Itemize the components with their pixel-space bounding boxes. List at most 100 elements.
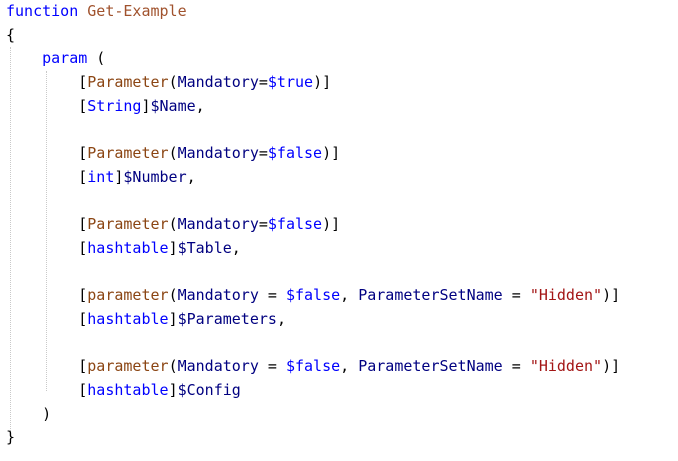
token-punctuation: ( — [168, 215, 178, 234]
token-punctuation: )] — [602, 357, 621, 376]
token-punctuation: ( — [168, 73, 178, 92]
token-attribute: Parameter — [87, 215, 169, 234]
token-string: "Hidden" — [529, 357, 603, 376]
token-punctuation: , — [186, 167, 196, 186]
token-type: hashtable — [87, 238, 169, 257]
token-punctuation: ] — [114, 167, 124, 186]
code-line[interactable]: [hashtable]$Config — [6, 379, 620, 403]
token-attribute: parameter — [87, 286, 169, 305]
token-parameter-name: Mandatory — [177, 215, 259, 234]
code-line[interactable]: function Get-Example — [6, 0, 620, 24]
token-punctuation: ( — [168, 144, 178, 163]
line-indent — [6, 49, 42, 67]
code-line[interactable]: ) — [6, 403, 620, 427]
token-punctuation: } — [6, 428, 16, 447]
code-line[interactable]: param ( — [6, 47, 620, 71]
code-line[interactable]: [hashtable]$Parameters, — [6, 308, 620, 332]
line-indent — [6, 381, 78, 399]
token-punctuation: , — [276, 309, 286, 328]
indent-guide-outer — [10, 47, 11, 437]
token-parameter-name: ParameterSetName — [358, 286, 503, 305]
token-type: String — [87, 96, 142, 115]
token-identifier: $Parameters — [177, 309, 277, 328]
token-punctuation: [ — [78, 144, 88, 163]
token-punctuation: = — [258, 215, 268, 234]
token-punctuation: [ — [78, 73, 88, 92]
token-identifier: $Name — [150, 96, 196, 115]
token-punctuation: = — [258, 357, 286, 376]
token-punctuation: )] — [322, 144, 341, 163]
indent-guide-inner — [46, 71, 47, 391]
code-line[interactable]: [int]$Number, — [6, 166, 620, 190]
token-punctuation: [ — [78, 215, 88, 234]
token-attribute: Parameter — [87, 73, 169, 92]
token-string: "Hidden" — [529, 286, 603, 305]
code-line[interactable]: { — [6, 24, 620, 48]
token-parameter-name: Mandatory — [177, 357, 259, 376]
code-line[interactable]: [hashtable]$Table, — [6, 237, 620, 261]
token-variable: $false — [285, 286, 341, 305]
token-parameter-name: Mandatory — [177, 144, 259, 163]
token-punctuation: [ — [78, 357, 88, 376]
line-indent — [6, 310, 78, 328]
line-indent — [6, 239, 78, 257]
token-punctuation: , — [340, 286, 359, 305]
token-parameter-name: Mandatory — [177, 73, 259, 92]
token-punctuation: = — [502, 286, 530, 305]
code-line[interactable]: ​ — [6, 332, 620, 356]
code-line[interactable]: [Parameter(Mandatory=$true)] — [6, 71, 620, 95]
token-punctuation: [ — [78, 238, 88, 257]
token-function-name: Get-Example — [87, 2, 187, 20]
token-punctuation: , — [340, 357, 359, 376]
code-line[interactable]: ​ — [6, 118, 620, 142]
code-line[interactable]: [Parameter(Mandatory=$false)] — [6, 142, 620, 166]
token-attribute: parameter — [87, 357, 169, 376]
line-indent — [6, 357, 78, 375]
token-punctuation: )] — [322, 215, 341, 234]
token-identifier: $Number — [123, 167, 187, 186]
code-text[interactable]: function Get-Example{ param ( [Parameter… — [6, 0, 620, 450]
token-punctuation: , — [231, 238, 241, 257]
code-line[interactable]: ​ — [6, 190, 620, 214]
line-indent — [6, 97, 78, 115]
code-line[interactable]: [parameter(Mandatory = $false, Parameter… — [6, 355, 620, 379]
token-punctuation: )] — [313, 73, 332, 92]
token-punctuation: = — [502, 357, 530, 376]
token-punctuation: [ — [78, 96, 88, 115]
token-punctuation: ] — [168, 309, 178, 328]
token-punctuation: ] — [141, 96, 151, 115]
token-type: hashtable — [87, 309, 169, 328]
line-indent — [6, 168, 78, 186]
token-parameter-name: Mandatory — [177, 286, 259, 305]
token-punctuation: )] — [602, 286, 621, 305]
token-identifier: $Config — [177, 381, 241, 399]
token-punctuation — [78, 2, 87, 20]
token-punctuation: ] — [168, 238, 178, 257]
token-variable: $true — [267, 73, 314, 92]
token-identifier: $Table — [177, 238, 232, 257]
token-variable: $false — [267, 144, 323, 163]
token-punctuation: , — [195, 96, 205, 115]
token-punctuation: [ — [78, 167, 88, 186]
token-type: int — [87, 167, 115, 186]
code-line[interactable]: [String]$Name, — [6, 95, 620, 119]
token-punctuation: ( — [168, 286, 178, 305]
code-line[interactable]: ​ — [6, 261, 620, 285]
token-punctuation: ( — [168, 357, 178, 376]
code-line[interactable]: } — [6, 426, 620, 450]
token-variable: $false — [285, 357, 341, 376]
code-line[interactable]: [Parameter(Mandatory=$false)] — [6, 213, 620, 237]
token-punctuation: [ — [78, 381, 88, 399]
token-keyword: function — [6, 2, 79, 20]
token-type: hashtable — [87, 381, 169, 399]
token-punctuation: = — [258, 144, 268, 163]
line-indent — [6, 286, 78, 304]
token-punctuation: = — [258, 73, 268, 92]
line-indent — [6, 144, 78, 162]
line-indent — [6, 215, 78, 233]
token-punctuation: [ — [78, 286, 88, 305]
code-line[interactable]: [parameter(Mandatory = $false, Parameter… — [6, 284, 620, 308]
token-keyword: param — [42, 49, 88, 68]
line-indent — [6, 73, 78, 91]
